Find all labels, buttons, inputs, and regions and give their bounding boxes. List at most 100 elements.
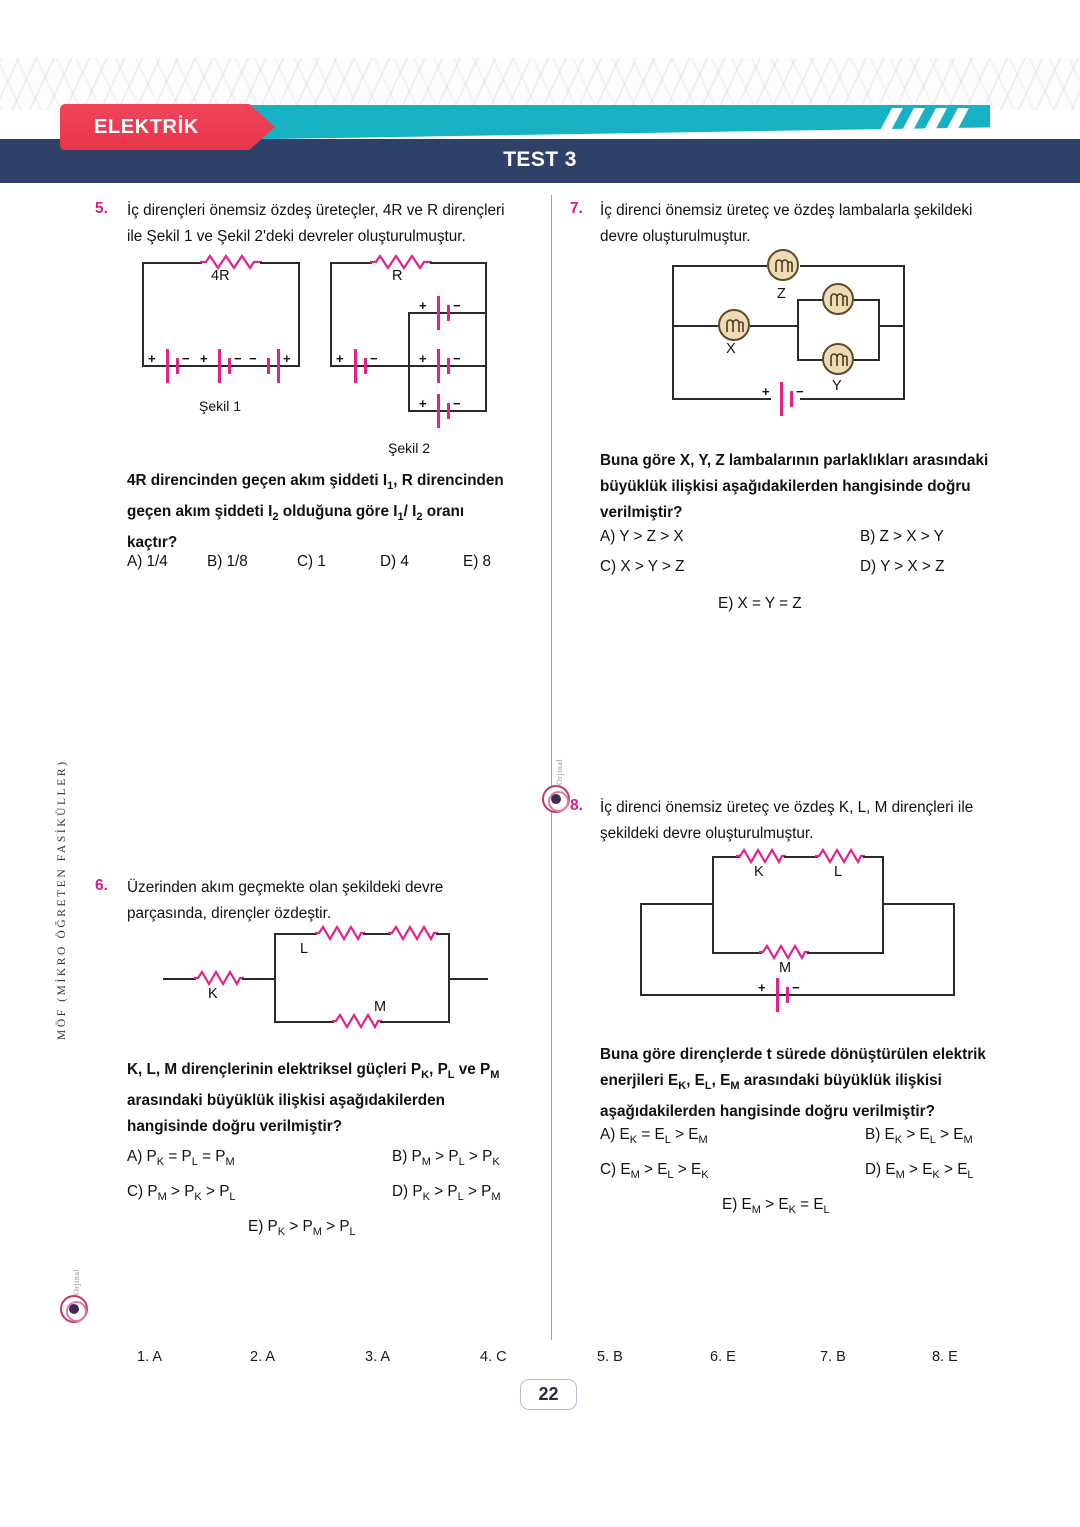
q7-ask-line1: Buna göre X, Y, Z lambalarının parlaklık… <box>600 452 989 469</box>
q7-ask: Buna göre X, Y, Z lambalarının parlaklık… <box>600 448 1010 526</box>
q8-label-K: K <box>754 864 764 880</box>
q8-label-M: M <box>779 960 792 976</box>
question-8-stem: İç direnci önemsiz üreteç ve özdeş K, L,… <box>600 795 1010 847</box>
q5-ask-line1: 4R direncinden geçen akım şiddeti I1, R … <box>127 472 504 493</box>
q6-ask-line2: arasındaki büyüklük ilişkisi aşağıdakile… <box>127 1092 445 1110</box>
q8-option-e[interactable]: E) EM > EK = EL <box>722 1196 830 1217</box>
q8-label-L: L <box>834 864 843 880</box>
answer-key-5: 5. B <box>597 1349 623 1365</box>
q5-ask-line3: kaçtır? <box>127 534 178 552</box>
answer-key-6: 6. E <box>710 1349 736 1365</box>
q6-ask-line1: K, L, M dirençlerinin elektriksel güçler… <box>127 1061 500 1082</box>
q8-option-b[interactable]: B) EK > EL > EM <box>865 1126 973 1147</box>
q7-option-b[interactable]: B) Z > X > Y <box>860 528 944 545</box>
q5-ask-line2: geçen akım şiddeti I2 olduğuna göre I1/ … <box>127 503 465 524</box>
q5-option-c[interactable]: C) 1 <box>297 553 326 570</box>
q6-option-a[interactable]: A) PK = PL = PM <box>127 1148 235 1169</box>
q7-stem-line2: devre oluşturulmuştur. <box>600 228 751 245</box>
resistor-M <box>332 1013 382 1029</box>
q5-fig2-resistor-label: R <box>392 268 403 284</box>
question-6-stem: Üzerinden akım geçmekte olan şekildeki d… <box>127 875 527 927</box>
q8-ask-line2: enerjileri EK, EL, EM arasındaki büyüklü… <box>600 1072 942 1093</box>
header-teal-bar <box>150 105 990 141</box>
q6-stem-line2: parçasında, dirençler özdeştir. <box>127 905 332 922</box>
resistor-K <box>194 970 244 986</box>
resistor-L-b <box>388 925 438 941</box>
subject-label: ELEKTRİK <box>94 116 199 138</box>
q6-label-K: K <box>208 986 218 1002</box>
q5-ask: 4R direncinden geçen akım şiddeti I1, R … <box>127 468 527 556</box>
column-divider <box>551 195 552 1340</box>
battery-f2-top: + − <box>419 296 461 330</box>
q8-ask: Buna göre dirençlerde t sürede dönüştürü… <box>600 1042 1015 1125</box>
q6-ask-line3: hangisinde doğru verilmiştir? <box>127 1118 343 1136</box>
q5-fig1-caption: Şekil 1 <box>199 398 242 414</box>
q8-option-a[interactable]: A) EK = EL > EM <box>600 1126 708 1147</box>
original-seal-icon-mid <box>542 785 570 813</box>
q6-stem-line1: Üzerinden akım geçmekte olan şekildeki d… <box>127 879 444 896</box>
question-5-number: 5. <box>95 200 108 217</box>
q5-option-d[interactable]: D) 4 <box>380 553 409 570</box>
q7-label-Z: Z <box>777 286 786 302</box>
q5-option-a[interactable]: A) 1/4 <box>127 553 168 570</box>
original-seal-text: Orjinal <box>72 1268 81 1295</box>
q6-option-c[interactable]: C) PM > PK > PL <box>127 1183 236 1204</box>
question-5-stem: İç dirençleri önemsiz özdeş üreteçler, 4… <box>127 198 527 250</box>
lamp-Z-parallel-top <box>822 283 854 315</box>
q8-ask-line3: aşağıdakilerden hangisinde doğru verilmi… <box>600 1103 935 1121</box>
resistor-L-q8 <box>815 848 865 864</box>
resistor-4R <box>200 254 262 270</box>
q6-option-e[interactable]: E) PK > PM > PL <box>248 1218 356 1239</box>
q5-option-e[interactable]: E) 8 <box>463 553 492 570</box>
answer-key-2: 2. A <box>250 1349 275 1365</box>
answer-key-1: 1. A <box>137 1349 162 1365</box>
question-7-stem: İç direnci önemsiz üreteç ve özdeş lamba… <box>600 198 1000 250</box>
q6-ask: K, L, M dirençlerinin elektriksel güçler… <box>127 1057 527 1140</box>
q7-option-e[interactable]: E) X = Y = Z <box>718 595 802 612</box>
answer-key-3: 3. A <box>365 1349 390 1365</box>
answer-key-7: 7. B <box>820 1349 846 1365</box>
q5-stem-line1: İç dirençleri önemsiz özdeş üreteçler, 4… <box>127 202 505 219</box>
q8-stem-line2: şekildeki devre oluşturulmuştur. <box>600 825 814 842</box>
q6-option-d[interactable]: D) PK > PL > PM <box>392 1183 501 1204</box>
question-7-number: 7. <box>570 200 583 217</box>
question-8-number: 8. <box>570 797 583 814</box>
test-title: TEST 3 <box>503 148 577 171</box>
q6-label-M: M <box>374 999 387 1015</box>
subject-tag: ELEKTRİK <box>60 104 275 150</box>
q6-label-L: L <box>300 941 309 957</box>
q8-stem-line1: İç direnci önemsiz üreteç ve özdeş K, L,… <box>600 799 974 816</box>
q6-option-b[interactable]: B) PM > PL > PK <box>392 1148 500 1169</box>
q5-option-b[interactable]: B) 1/8 <box>207 553 248 570</box>
original-seal-icon <box>60 1295 88 1323</box>
header-slashes-decor <box>880 108 990 138</box>
page-number: 22 <box>538 1384 559 1404</box>
q8-option-d[interactable]: D) EM > EK > EL <box>865 1161 974 1182</box>
battery-f1-2: + − <box>200 349 242 383</box>
resistor-M-q8 <box>759 944 809 960</box>
side-publisher-note: MÖF (MİKRO ÖĞRETEN FASİKÜLLER) <box>56 759 68 1040</box>
q7-label-Y: Y <box>832 378 842 394</box>
lamp-X <box>718 309 750 341</box>
q8-option-c[interactable]: C) EM > EL > EK <box>600 1161 709 1182</box>
lamp-Y <box>822 343 854 375</box>
q7-option-a[interactable]: A) Y > Z > X <box>600 528 684 545</box>
question-6-number: 6. <box>95 877 108 894</box>
battery-f1-1: + − <box>148 349 190 383</box>
battery-f2-left: + − <box>336 349 378 383</box>
answer-key-4: 4. C <box>480 1349 507 1365</box>
resistor-R <box>370 254 432 270</box>
lamp-Z <box>767 249 799 281</box>
q5-fig1-resistor-label: 4R <box>211 268 230 284</box>
header-texture <box>0 58 1080 110</box>
q7-ask-line2: büyüklük ilişkisi aşağıdakilerden hangis… <box>600 478 971 495</box>
battery-f2-bottom: + − <box>419 394 461 428</box>
page-number-box: 22 <box>520 1379 577 1410</box>
q5-fig2-caption: Şekil 2 <box>388 440 431 456</box>
q7-label-X: X <box>726 341 736 357</box>
q7-option-d[interactable]: D) Y > X > Z <box>860 558 945 575</box>
original-seal-text-mid: Orjinal <box>555 758 564 785</box>
q7-option-c[interactable]: C) X > Y > Z <box>600 558 685 575</box>
battery-f1-3-reversed: + − <box>249 349 291 383</box>
